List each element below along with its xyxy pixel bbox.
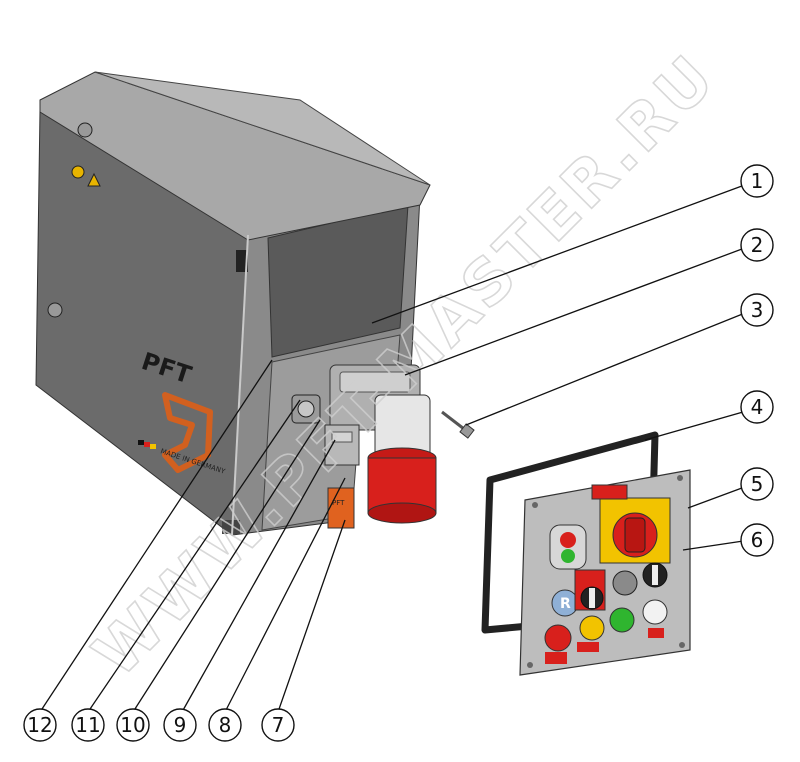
callout-2: 2	[740, 228, 774, 262]
svg-text:2: 2	[751, 233, 764, 257]
callout-12: 12	[23, 708, 57, 742]
callout-1: 1	[740, 164, 774, 198]
svg-text:12: 12	[27, 713, 52, 737]
red-cee-plug	[367, 447, 437, 524]
callout-3: 3	[740, 293, 774, 327]
screw-bottom-left	[47, 302, 63, 318]
svg-text:11: 11	[75, 713, 100, 737]
reset-button-left: R	[551, 589, 579, 617]
control-panel: R	[519, 469, 691, 676]
svg-text:PFT: PFT	[332, 499, 345, 507]
svg-text:4: 4	[751, 395, 764, 419]
selector-switch-3	[642, 562, 668, 588]
callout-11: 11	[71, 708, 105, 742]
start-stop-pushbutton	[549, 524, 587, 570]
leader-lines	[39, 182, 751, 713]
svg-text:8: 8	[219, 713, 232, 737]
machine-housing: PFT MADE IN GERMANY	[35, 71, 431, 536]
callout-9: 9	[163, 708, 197, 742]
warning-label-round	[71, 165, 85, 179]
red-button	[544, 624, 572, 652]
housing-latch	[236, 250, 248, 272]
green-button	[609, 607, 635, 633]
svg-text:5: 5	[751, 472, 764, 496]
svg-text:9: 9	[174, 713, 187, 737]
housing-latch-lower	[222, 520, 240, 534]
screw-top-left	[77, 122, 93, 138]
housing-connectors: PFT	[291, 364, 437, 529]
warning-label-triangle	[87, 172, 101, 187]
housing-corner-edge	[231, 234, 249, 536]
svg-text:7: 7	[272, 713, 285, 737]
svg-text:10: 10	[120, 713, 145, 737]
svg-text:R: R	[560, 596, 571, 612]
main-switch-rotary	[612, 512, 658, 558]
callout-10: 10	[116, 708, 150, 742]
callout-7: 7	[261, 708, 295, 742]
svg-text:6: 6	[751, 528, 764, 552]
callout-8: 8	[208, 708, 242, 742]
white-button	[642, 599, 668, 625]
callout-6: 6	[740, 523, 774, 557]
selector-switch-1	[574, 569, 606, 611]
brand-logo	[162, 392, 213, 473]
yellow-button	[579, 615, 605, 641]
orange-warning-label: PFT	[327, 487, 355, 529]
selector-switch-2	[612, 570, 638, 596]
svg-text:3: 3	[751, 298, 764, 322]
housing-roof-top	[94, 71, 431, 186]
callout-5: 5	[740, 467, 774, 501]
svg-text:1: 1	[751, 169, 764, 193]
callout-4: 4	[740, 390, 774, 424]
small-connector-9	[324, 424, 360, 466]
bolt-part	[441, 410, 475, 439]
